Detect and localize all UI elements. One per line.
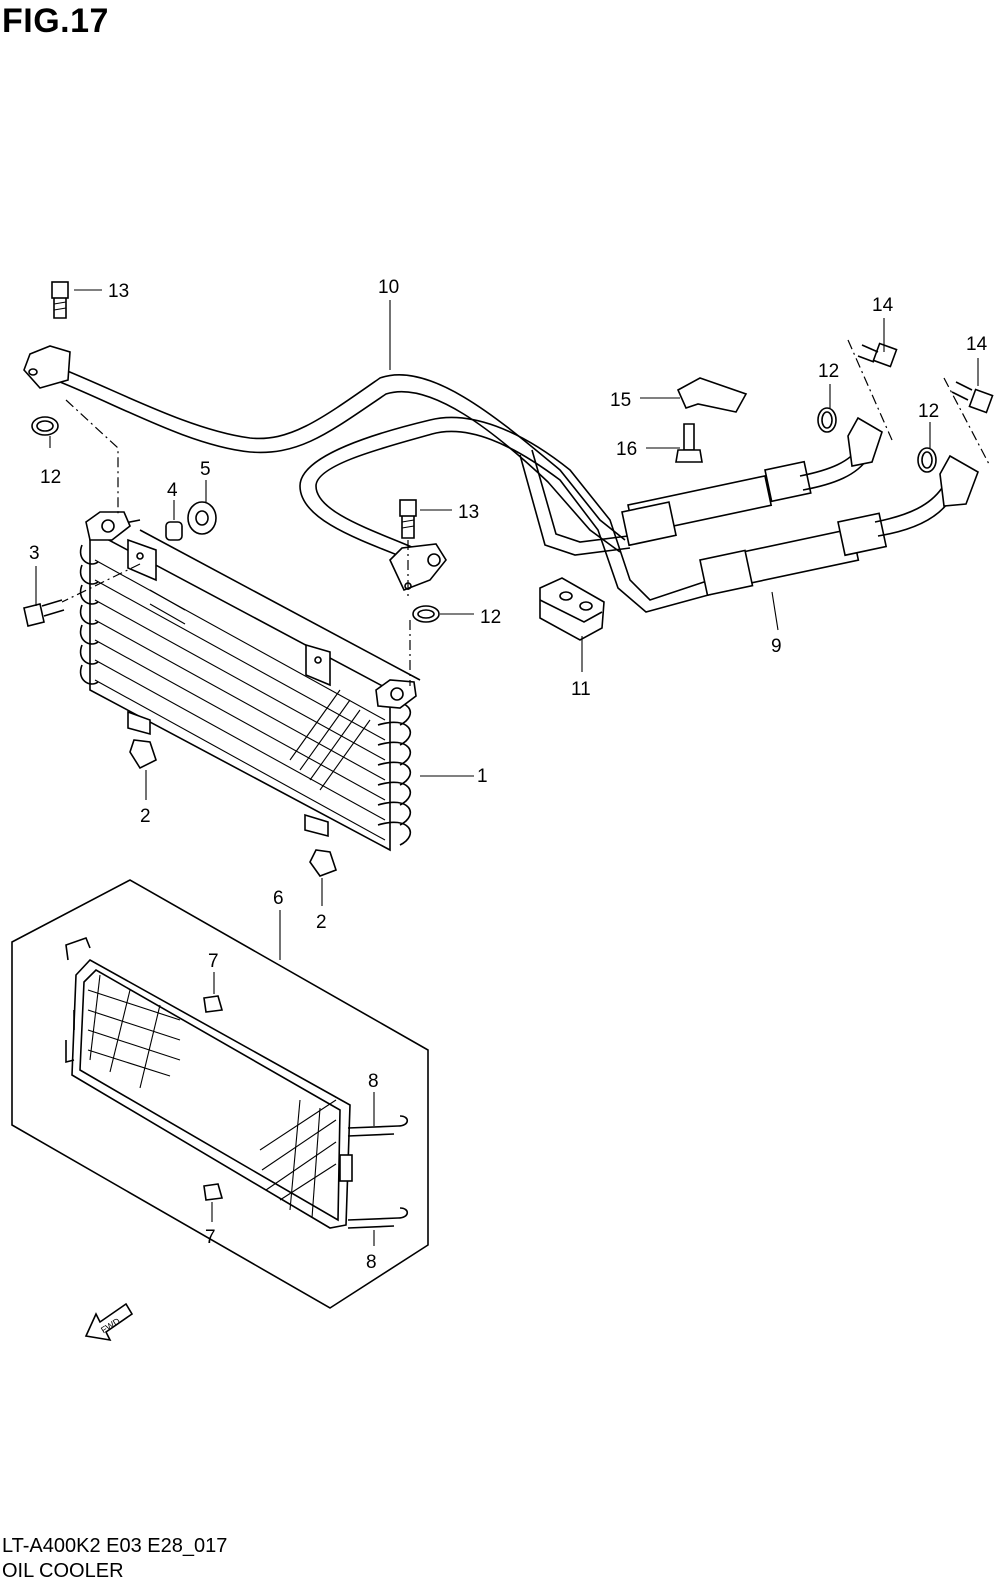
bolt-13-upper — [51, 281, 69, 319]
callout-14: 14 — [872, 295, 894, 316]
callout-9: 9 — [771, 636, 782, 657]
fwd-arrow-icon: FWD — [84, 1302, 134, 1342]
callout-14: 14 — [966, 334, 988, 355]
callout-8: 8 — [366, 1252, 377, 1273]
callout-13: 13 — [458, 502, 479, 523]
callout-3: 3 — [29, 543, 40, 564]
o-ring-12 — [31, 407, 937, 623]
bolt-13-lower — [399, 499, 417, 539]
leader-lines — [35, 289, 979, 1246]
callout-4: 4 — [167, 480, 178, 501]
clamp-15 — [676, 377, 748, 413]
bolt-14-b — [951, 381, 994, 414]
oil-hose-10 — [23, 345, 883, 556]
callout-15: 15 — [610, 390, 631, 411]
callout-13: 13 — [108, 281, 129, 302]
collar-4 — [165, 521, 183, 541]
clip-2 — [129, 739, 338, 877]
callout-7: 7 — [205, 1227, 216, 1248]
callout-8: 8 — [368, 1071, 379, 1092]
callout-12: 12 — [40, 467, 61, 488]
figure-title: FIG.17 — [2, 2, 109, 40]
model-code: LT-A400K2 E03 E28_017 — [2, 1535, 228, 1557]
grommet-5 — [187, 501, 217, 535]
oil-pipe-loop — [299, 416, 713, 613]
callout-12: 12 — [918, 401, 939, 422]
callout-2: 2 — [316, 912, 327, 933]
bolt-14-a — [857, 342, 898, 368]
assembly-center-lines — [61, 339, 991, 686]
callout-12: 12 — [480, 607, 501, 628]
oil-hose-9 — [699, 454, 979, 597]
bolt-16 — [675, 423, 703, 463]
oil-cooler-guard-6 — [11, 879, 429, 1309]
callout-10: 10 — [378, 277, 399, 298]
callout-16: 16 — [616, 439, 637, 460]
callout-2: 2 — [140, 806, 151, 827]
callout-7: 7 — [208, 951, 219, 972]
callout-11: 11 — [571, 679, 591, 700]
callout-12: 12 — [818, 361, 839, 382]
callout-6: 6 — [273, 888, 284, 909]
bolt-3 — [23, 599, 65, 627]
cushion-11 — [539, 577, 605, 641]
callout-labels: 13 10 14 14 12 12 12 12 15 16 5 4 3 13 9… — [29, 277, 988, 1273]
figure-caption: OIL COOLER — [2, 1560, 124, 1582]
oil-cooler-1 — [79, 511, 421, 852]
callout-1: 1 — [477, 766, 488, 787]
callout-5: 5 — [200, 459, 211, 480]
